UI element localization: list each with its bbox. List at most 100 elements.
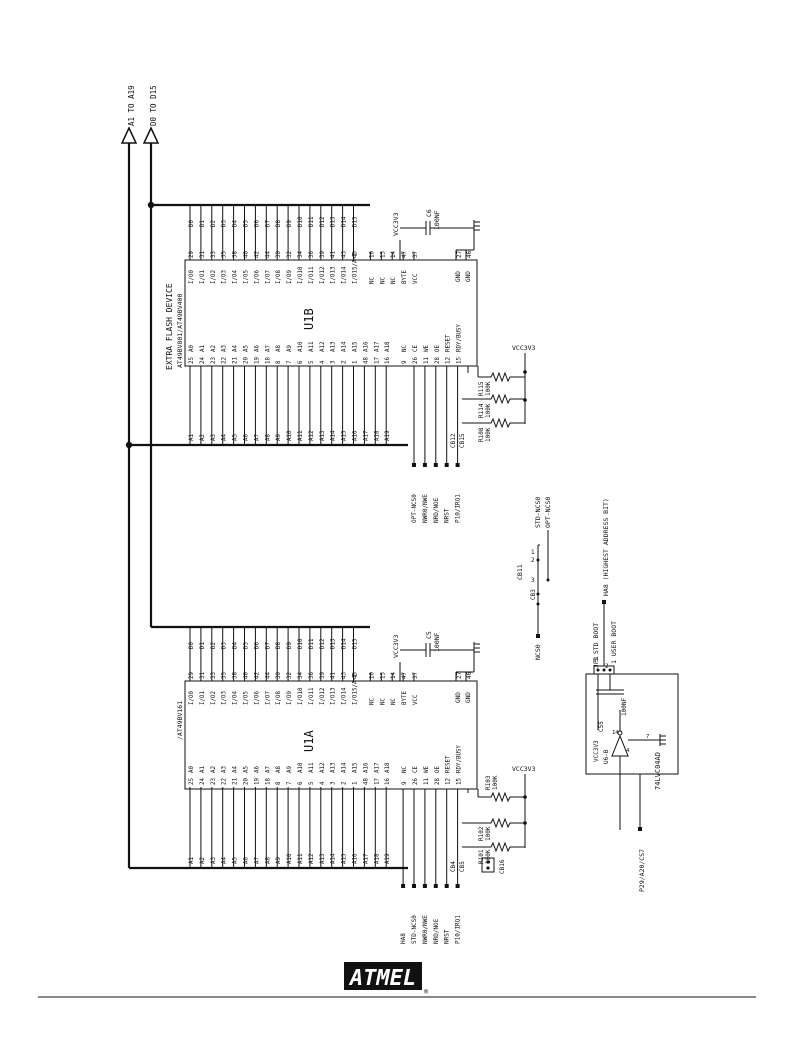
u1b-data-label: I/O8 (276, 270, 282, 284)
u1b-data-pin: 44 (265, 251, 271, 258)
u1b-addr-net: A8 (265, 434, 271, 441)
u1b-addr-pin: 23 (211, 357, 217, 364)
u1a-addr-pin: 19 (254, 778, 260, 785)
u1a-addr-pin: 18 (265, 778, 271, 785)
u1b-ctrl-label: WE (424, 345, 430, 352)
u1b-addr-net: A5 (233, 434, 239, 441)
u1b-r115-ref: R115 (478, 381, 485, 396)
cb11-pin-1: 1 (531, 549, 535, 556)
u1b-addr-pin: 48 (363, 357, 369, 364)
u1a-addr-net: A7 (254, 857, 260, 864)
u1a-gnd-label: GND (455, 692, 462, 703)
u1a-data-pin: 41 (331, 672, 337, 679)
chip-u1b: EXTRA FLASH DEVICE AT49BV801/AT49BV400 U… (165, 205, 536, 523)
u1b-addr-label: A18 (385, 341, 391, 352)
u1a-addr-label: A9 (287, 766, 293, 773)
u1b-data-pin: 42 (254, 251, 260, 258)
u1b-data-net: D15 (353, 216, 359, 227)
u1b-addr-label: A6 (254, 345, 260, 352)
u1b-data-label: I/O2 (211, 270, 217, 284)
u1a-addr-pin: 8 (276, 781, 282, 785)
u1a-gnd-pin-46: 46 (466, 671, 473, 679)
u1b-net-port (412, 463, 416, 467)
u1a-data-label: I/O3 (222, 691, 228, 705)
u1b-addr-net: A13 (320, 430, 326, 441)
u1b-data-net: D6 (254, 220, 260, 227)
u1a-misc-label: NC (369, 698, 375, 705)
u1b-addr-net: A1 (189, 434, 195, 441)
u1b-addr-label: A14 (342, 341, 348, 352)
u1b-addr-label: A8 (276, 345, 282, 352)
u1b-r114-ref: R114 (478, 403, 485, 418)
u1a-data-label: I/O14 (342, 687, 348, 705)
u1a-pullups: VCC3V3 R103 100K R102 100K R101 100K (462, 765, 536, 864)
u1a-addr-label: A12 (320, 763, 326, 773)
u1b-data-net: D3 (222, 220, 228, 227)
u1b-addr-label: A2 (211, 345, 217, 352)
u1a-cb5: CB5 (459, 861, 466, 872)
u1b-gnd-pin-27: 27 (456, 250, 463, 258)
u1a-addr-pin: 25 (189, 778, 195, 785)
u1a-data-net: D15 (353, 638, 359, 649)
u1a-addr-net: A6 (244, 857, 250, 864)
u1b-addr-pin: 6 (298, 360, 304, 364)
u1b-net-label: OPT-NCS0 (411, 494, 418, 523)
jp1-std: 3 STD BOOT (592, 623, 600, 662)
u1b-data-label: I/O6 (254, 270, 260, 284)
jp1-ha8: HA8 (HIGHEST ADDRESS BIT) (602, 498, 610, 596)
u1a-addr-label: A1 (200, 766, 206, 773)
u1b-addr-net: A9 (276, 434, 282, 441)
u1a-data-pin: 39 (320, 672, 326, 679)
u1a-data-label: I/O4 (233, 691, 239, 705)
u1a-ctrl-pin: 9 (402, 781, 408, 785)
u1a-addr-net: A15 (342, 853, 348, 864)
u1b-ctrl-label: RDY/BUSY (457, 324, 463, 352)
u1a-data-net: D10 (298, 638, 304, 649)
u1a-addr-label: A16 (363, 762, 369, 773)
u1b-data-net: D5 (244, 220, 250, 227)
u1a-misc-pin: 13 (380, 672, 386, 679)
u1a-net-label: NRD/NOE (433, 918, 440, 944)
u1a-addr-net: A17 (363, 853, 369, 864)
u1b-addr-pin: 18 (265, 357, 271, 364)
u1a-cb16-label: CB16 (499, 859, 506, 874)
u1b-data-pin: 40 (244, 251, 250, 258)
u1b-vcc-label: VCC3V3 (392, 212, 400, 236)
u1b-misc-label: NC (380, 277, 386, 284)
u1b-data-pin: 31 (200, 251, 206, 258)
u1b-data-label: I/O5 (244, 270, 250, 284)
u1b-addr-pin: 4 (320, 360, 326, 364)
u1a-addr-net: A4 (222, 857, 228, 864)
u1a-addr-net: A16 (353, 853, 359, 864)
u1b-vcc-pullup-label: VCC3V3 (512, 344, 536, 352)
u1a-net-port (401, 884, 406, 888)
u1a-addr-label: A8 (276, 766, 282, 773)
u1a-addr-pin: 5 (309, 781, 315, 785)
u1a-addr-label: A6 (254, 766, 260, 773)
u1a-net-label: NWR0/NWE (422, 915, 429, 944)
u1b-misc-label: NC (369, 277, 375, 284)
u1b-ctrl-pin: 26 (413, 357, 419, 364)
u1a-data-net: D2 (211, 642, 217, 649)
u1a-data-label: I/O11 (309, 687, 315, 705)
u1a-data-net: D7 (265, 642, 271, 649)
u1b-misc-pin: 10 (369, 251, 375, 258)
u1b-data-label: I/O10 (298, 266, 304, 284)
u1a-data-net: D3 (222, 642, 228, 649)
u1a-data-pin: 45 (353, 672, 359, 679)
cb3-ref: CB3 (530, 589, 537, 600)
u1a-data-net: D8 (276, 642, 282, 649)
u1a-ctrl-pin: 12 (446, 778, 452, 785)
u1b-data-pin: 41 (331, 251, 337, 258)
u1b-net-port (444, 463, 449, 467)
u1b-misc-pin: 37 (413, 251, 419, 258)
u1a-addr-label: A10 (298, 762, 304, 773)
u1b-net-label: NWR0/NWE (422, 494, 429, 523)
cb11-out-opt: OPT-NCS0 (544, 497, 552, 528)
u1b-decoupling: VCC3V3 C6 100NF 27 46 GND GND (392, 209, 480, 282)
u1a-addr-pin: 24 (200, 778, 206, 785)
u1b-addr-label: A10 (298, 341, 304, 352)
u1a-data-pin: 36 (309, 672, 315, 679)
u1a-misc-label: BYTE (402, 691, 408, 705)
